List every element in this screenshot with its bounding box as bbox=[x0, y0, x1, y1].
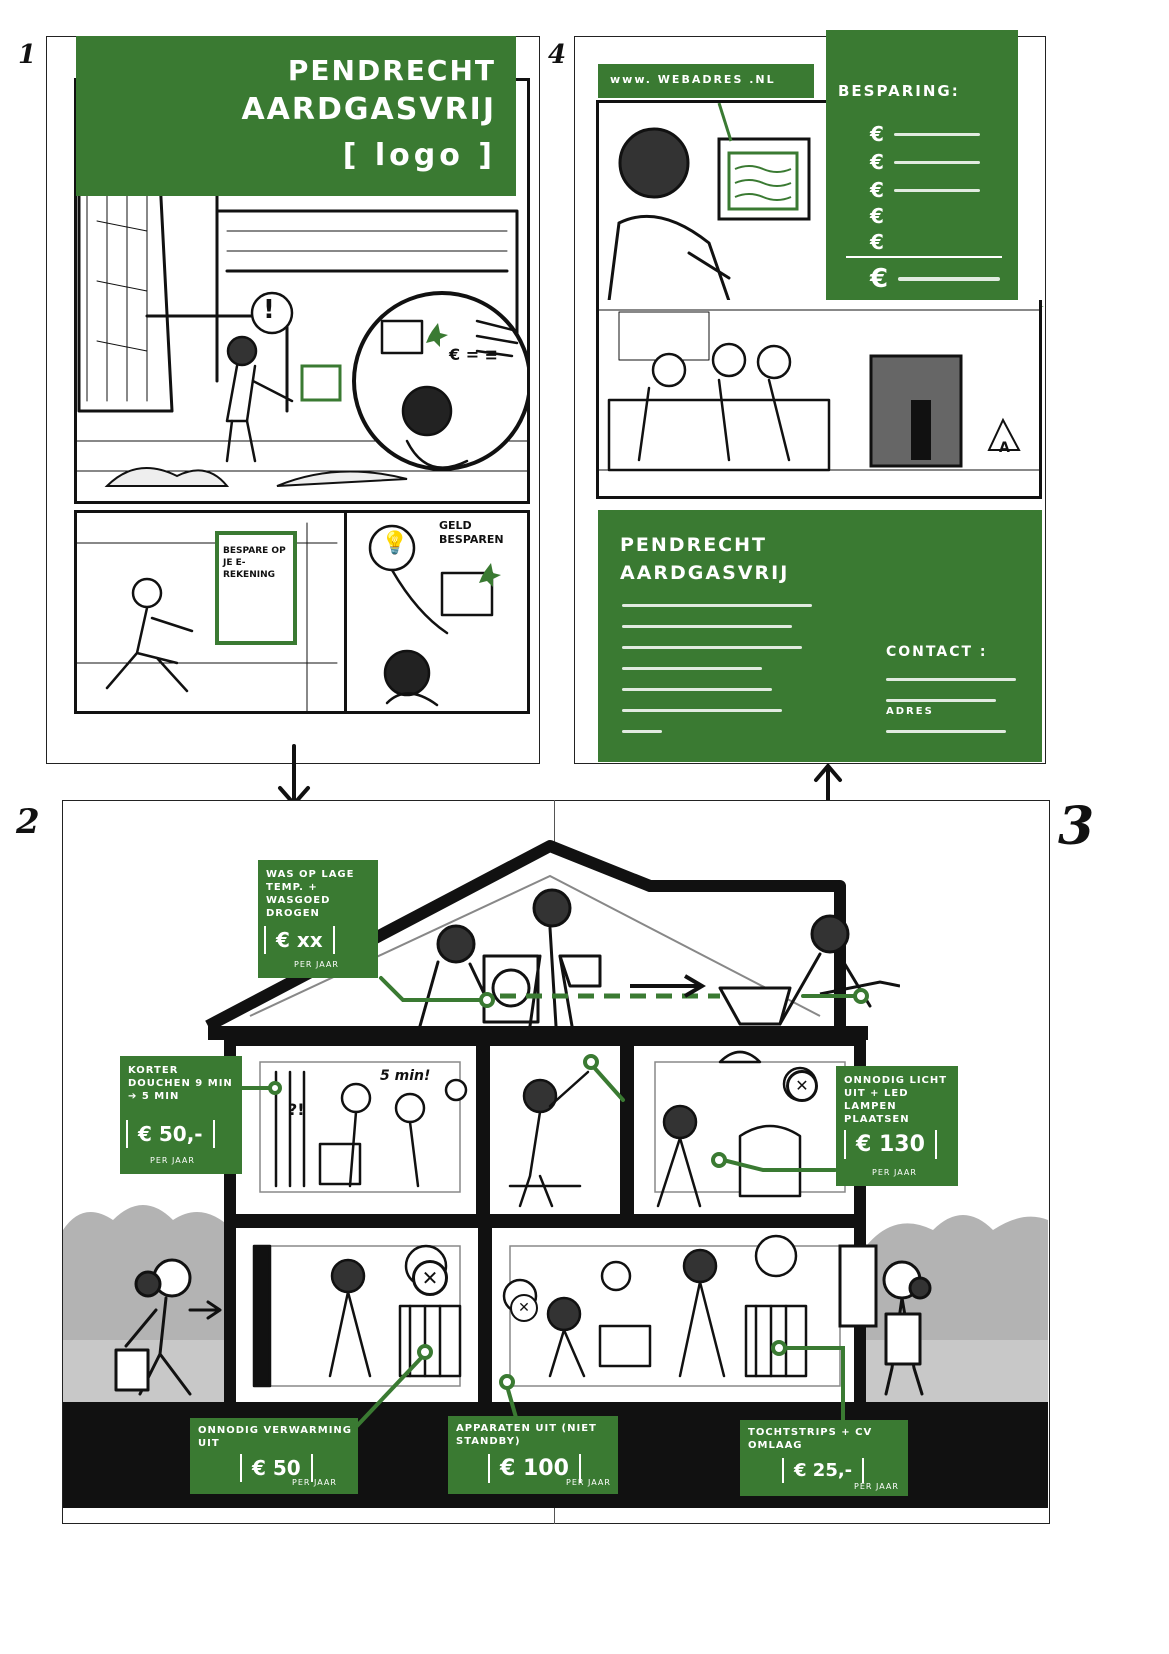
page-number-3: 3 bbox=[1058, 796, 1095, 857]
tip-heating-price-row: € 50 bbox=[240, 1454, 313, 1482]
tip-draft-per: PER JAAR bbox=[854, 1482, 899, 1491]
web-address-bar: www. WEBADRES .NL bbox=[598, 64, 814, 98]
tip-light-caption: ONNODIG LICHT UIT + LED LAMPEN PLAATSEN bbox=[844, 1075, 948, 1125]
save-money-title: GELD BESPAREN bbox=[439, 519, 504, 546]
page-1-bottom-left-panel: BESPARE OP JE E-REKENING bbox=[74, 510, 348, 714]
address-label: ADRES bbox=[886, 706, 934, 717]
computer-user-sketch bbox=[607, 102, 811, 303]
address-lines bbox=[886, 730, 1016, 751]
back-body-text bbox=[622, 604, 818, 751]
money-thought-text: € = ≡ bbox=[449, 345, 499, 364]
tip-light-price: € 130 bbox=[844, 1130, 937, 1159]
lightbulb-sketch bbox=[368, 524, 501, 707]
page-number-1: 1 bbox=[18, 40, 37, 70]
back-cover-block: PENDRECHT AARDGASVRIJ CONTACT : ADRES bbox=[598, 510, 1042, 762]
web-address-text: www. WEBADRES .NL bbox=[610, 73, 776, 86]
savings-item-2: € bbox=[870, 178, 980, 202]
back-title-line-1: PENDRECHT bbox=[620, 534, 767, 556]
tip-light-per: PER JAAR bbox=[872, 1168, 917, 1177]
tip-shower-per: PER JAAR bbox=[150, 1156, 195, 1165]
contact-lines bbox=[886, 678, 1016, 720]
door-person-sketch bbox=[882, 1260, 932, 1396]
tip-laundry-price: € xx bbox=[264, 926, 335, 954]
poster-text: BESPARE OP JE E-REKENING bbox=[223, 546, 286, 580]
tip-draft-price: € 25,- bbox=[782, 1458, 865, 1483]
tip-laundry-callout: WAS OP LAGE TEMP. + WASGOED DROGEN € xx … bbox=[258, 860, 378, 978]
close-icon: ✕ bbox=[510, 1294, 538, 1322]
tip-draft-caption: TOCHTSTRIPS + CV OMLAAG bbox=[748, 1427, 873, 1451]
page-number-4: 4 bbox=[548, 40, 567, 70]
tip-devices-per: PER JAAR bbox=[566, 1478, 611, 1487]
up-arrow-icon bbox=[814, 762, 842, 806]
tip-devices-price-row: € 100 bbox=[488, 1454, 581, 1483]
savings-arrow-body: BESPARING: € € € € € € bbox=[826, 30, 1018, 308]
page-1-bottom-right-panel: 💡 GELD BESPAREN bbox=[344, 510, 530, 714]
savings-item-1: € bbox=[870, 150, 980, 174]
tip-draft-price-row: € 25,- bbox=[782, 1458, 865, 1483]
lightbulb-icon: 💡 bbox=[381, 531, 409, 556]
tip-draft-callout: TOCHTSTRIPS + CV OMLAAG € 25,- PER JAAR bbox=[740, 1420, 908, 1496]
walking-person-sketch bbox=[114, 1258, 222, 1396]
savings-divider bbox=[846, 256, 1002, 258]
running-person-sketch bbox=[76, 522, 338, 712]
tip-light-callout: ONNODIG LICHT UIT + LED LAMPEN PLAATSEN … bbox=[836, 1066, 958, 1186]
page-1-header-block: PENDRECHT AARDGASVRIJ [ logo ] bbox=[76, 36, 516, 196]
tip-shower-caption: KORTER DOUCHEN 9 MIN ➔ 5 MIN bbox=[128, 1065, 233, 1102]
tip-laundry-caption: WAS OP LAGE TEMP. + WASGOED DROGEN bbox=[266, 869, 355, 919]
exclaim-mark: ! bbox=[263, 295, 275, 325]
family-computer-sketch bbox=[598, 309, 1040, 472]
tip-devices-caption: APPARATEN UIT (NIET STANDBY) bbox=[456, 1423, 597, 1447]
family-computer-panel: A bbox=[596, 300, 1042, 499]
close-icon: ✕ bbox=[412, 1260, 448, 1296]
back-title-line-2: AARDGASVRIJ bbox=[620, 562, 790, 584]
savings-total: € bbox=[870, 264, 1000, 294]
tip-devices-callout: APPARATEN UIT (NIET STANDBY) € 100 PER J… bbox=[448, 1416, 618, 1494]
tip-shower-price-row: € 50,- bbox=[126, 1120, 215, 1148]
tip-shower-callout: KORTER DOUCHEN 9 MIN ➔ 5 MIN € 50,- PER … bbox=[120, 1056, 242, 1174]
question-bubble: ?! bbox=[288, 1100, 305, 1119]
savings-item-3: € bbox=[870, 204, 884, 228]
tip-heating-per: PER JAAR bbox=[292, 1478, 337, 1487]
tip-heating-caption: ONNODIG VERWARMING UIT bbox=[198, 1425, 352, 1449]
close-icon: ✕ bbox=[786, 1070, 818, 1102]
tip-heating-price: € 50 bbox=[240, 1454, 313, 1482]
tip-heating-callout: ONNODIG VERWARMING UIT € 50 PER JAAR bbox=[190, 1418, 358, 1494]
sign-letter: A bbox=[999, 440, 1010, 456]
shower-timer-bubble: 5 min! bbox=[380, 1068, 431, 1084]
savings-item-4: € bbox=[870, 230, 884, 254]
page-1-title-line-2: AARDGASVRIJ bbox=[241, 92, 496, 127]
tip-shower-price: € 50,- bbox=[126, 1120, 215, 1148]
tip-devices-price: € 100 bbox=[488, 1454, 581, 1483]
page-number-2: 2 bbox=[16, 802, 40, 842]
contact-label: CONTACT : bbox=[886, 644, 988, 660]
house-cross-section bbox=[205, 840, 900, 1408]
savings-title: BESPARING: bbox=[838, 82, 960, 100]
computer-user-panel bbox=[596, 100, 832, 304]
tip-laundry-per: PER JAAR bbox=[294, 960, 339, 969]
logo-placeholder: [ logo ] bbox=[342, 138, 496, 173]
street-scene-sketch bbox=[76, 89, 532, 487]
savings-item-0: € bbox=[870, 122, 980, 146]
page-1-title-line-1: PENDRECHT bbox=[287, 54, 496, 87]
tip-laundry-price-row: € xx bbox=[264, 926, 335, 954]
tip-light-price-row: € 130 bbox=[844, 1130, 937, 1159]
